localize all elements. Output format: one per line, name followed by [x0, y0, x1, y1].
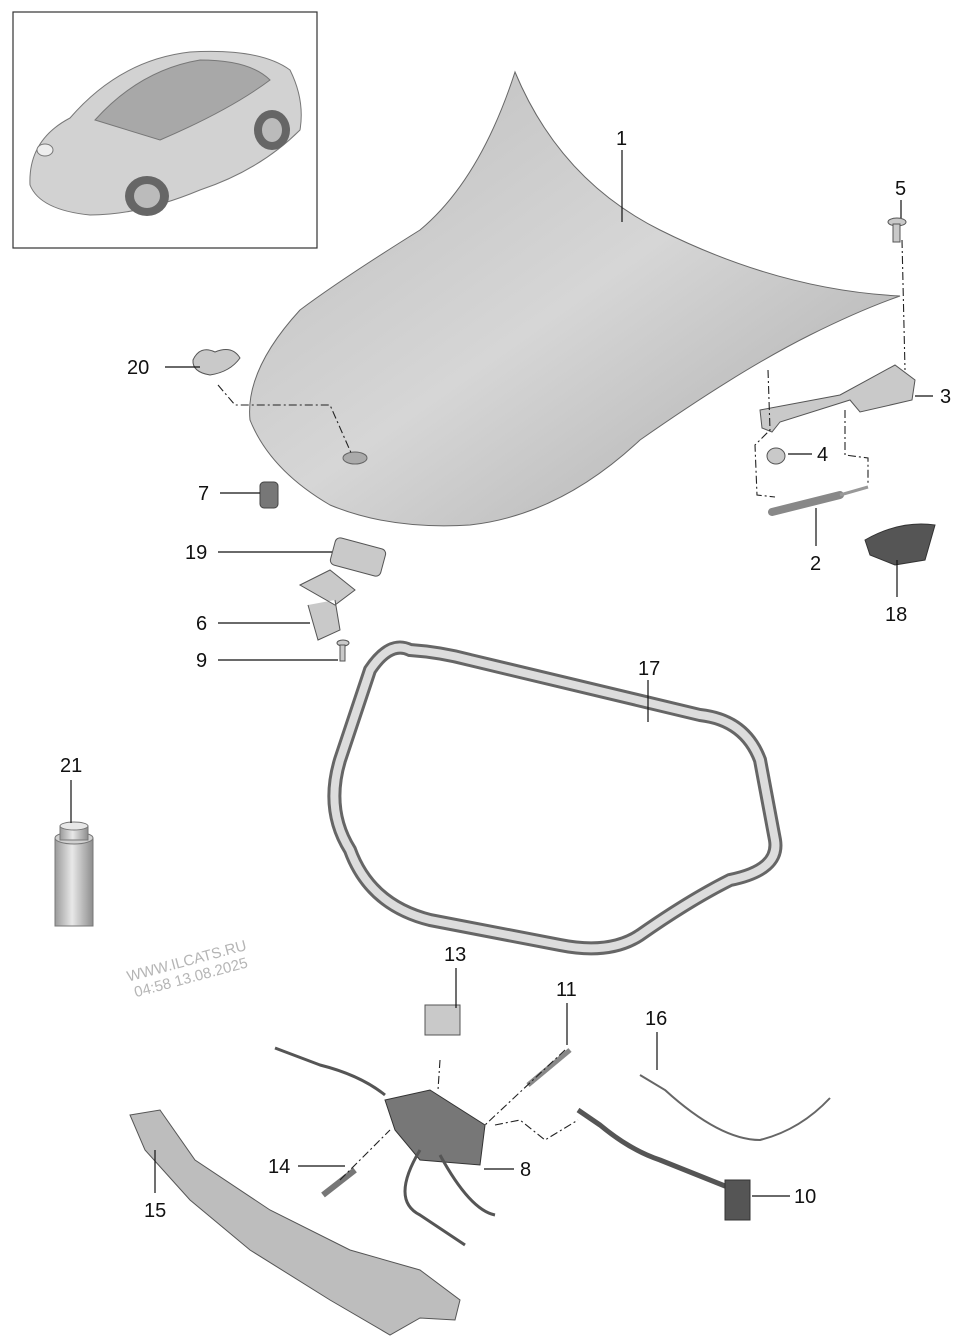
lock-part-8 [384, 1089, 486, 1166]
bracket-part-19 [329, 537, 387, 577]
callout-1: 1 [616, 128, 627, 150]
striker-part-6 [298, 569, 356, 641]
callout-10: 10 [794, 1186, 816, 1208]
callout-18: 18 [885, 604, 907, 626]
screw-part-9 [336, 639, 350, 662]
callout-7: 7 [198, 483, 209, 505]
assembly-lines [217, 239, 906, 1181]
bracket-part-18 [864, 523, 936, 566]
hood-part[interactable] [249, 70, 901, 527]
gas-strut-part-2 [768, 485, 869, 516]
can-part-21 [54, 821, 94, 927]
hinge-part-3 [759, 364, 916, 433]
crossmember-part-15 [129, 1109, 461, 1336]
callout-21: 21 [60, 755, 82, 777]
nut-part-4 [766, 447, 786, 465]
callout-19: 19 [185, 542, 207, 564]
hood-hole [342, 451, 368, 465]
callout-11: 11 [556, 979, 577, 1001]
cable-part-10 [576, 1107, 736, 1193]
callout-20: 20 [127, 357, 149, 379]
callout-14: 14 [268, 1156, 290, 1178]
callout-8: 8 [520, 1159, 531, 1181]
vehicle-thumbnail [12, 11, 318, 249]
release-part-10 [724, 1179, 751, 1221]
wiring-part-8 [274, 1046, 496, 1247]
buffer-part-7 [259, 481, 279, 509]
callout-5: 5 [895, 178, 906, 200]
switch-part-13 [424, 1004, 461, 1036]
watermark: WWW.ILCATS.RU 04:58 13.08.2025 [125, 937, 249, 1001]
callout-13: 13 [444, 944, 466, 966]
callout-4: 4 [817, 444, 828, 466]
callout-9: 9 [196, 650, 207, 672]
bolt-part-11 [526, 1048, 572, 1087]
callout-16: 16 [645, 1008, 667, 1030]
callout-2: 2 [810, 553, 821, 575]
cable-part-16 [639, 1074, 831, 1142]
bolt-part-14 [321, 1167, 357, 1198]
callout-3: 3 [940, 386, 951, 408]
seal-part-17 [327, 640, 783, 956]
bolt-part-5 [887, 217, 907, 243]
pad-part-20 [192, 349, 241, 376]
leader-lines [70, 150, 933, 1197]
callout-15: 15 [144, 1200, 166, 1222]
callout-17: 17 [638, 658, 660, 680]
callout-6: 6 [196, 613, 207, 635]
